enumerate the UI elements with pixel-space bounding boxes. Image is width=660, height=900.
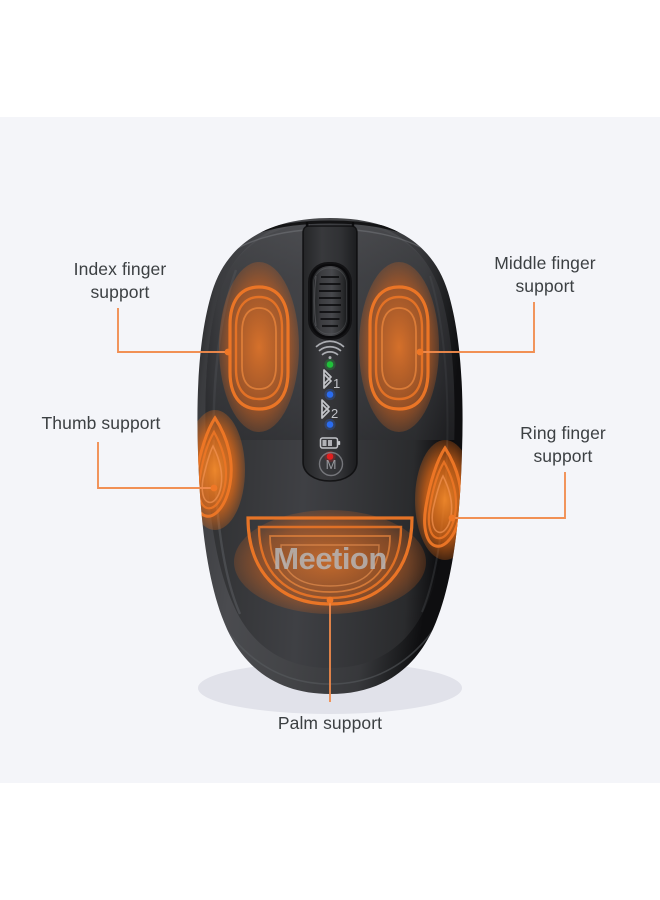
battery-icon	[319, 437, 341, 449]
wifi-icon	[315, 340, 345, 356]
bluetooth-1-label: 1	[333, 376, 340, 391]
status-indicator-group: 1 2	[315, 340, 345, 463]
scroll-wheel	[312, 266, 348, 336]
leader-middle-finger	[420, 302, 535, 353]
callout-dots	[210, 348, 456, 604]
callout-ring-line2: support	[533, 446, 593, 466]
callout-index-line2: support	[90, 282, 150, 302]
callout-label-thumb-support: Thumb support	[6, 412, 196, 435]
wifi-led	[326, 361, 334, 368]
callout-index-line1: Index finger	[73, 259, 167, 279]
bluetooth-icon-2	[321, 399, 330, 419]
leader-thumb	[97, 442, 214, 489]
mode-button: M	[318, 451, 344, 477]
dot-palm	[326, 596, 334, 604]
callout-ring-line1: Ring finger	[520, 423, 606, 443]
mouse-body: 1 2	[197, 218, 463, 694]
callout-label-index-finger-support: Index finger support	[34, 258, 206, 304]
callout-thumb-line1: Thumb support	[41, 413, 161, 433]
bluetooth-2-label: 2	[331, 406, 338, 421]
center-control-strip: 1 2	[302, 225, 358, 482]
callout-label-ring-finger-support: Ring finger support	[478, 422, 648, 468]
callout-middle-line1: Middle finger	[494, 253, 596, 273]
zone-ring-finger-support	[415, 440, 463, 560]
mode-button-label: M	[326, 457, 337, 472]
brand-logo: Meetion	[273, 541, 387, 576]
callout-label-palm-support: Palm support	[232, 712, 428, 735]
zone-middle-finger-support	[359, 262, 439, 432]
bluetooth-2-led	[326, 421, 334, 428]
bluetooth-1-led	[326, 391, 334, 398]
zone-index-finger-support	[219, 262, 299, 432]
dot-index-finger	[224, 348, 232, 356]
leader-index-finger	[117, 308, 228, 353]
dot-middle-finger	[416, 348, 424, 356]
leader-ring-finger	[452, 472, 566, 519]
callout-leaders	[97, 302, 566, 702]
dot-ring-finger	[448, 514, 456, 522]
dot-thumb	[210, 484, 218, 492]
callout-label-middle-finger-support: Middle finger support	[454, 252, 636, 298]
callout-middle-line2: support	[515, 276, 575, 296]
callout-palm-line1: Palm support	[277, 713, 383, 733]
bluetooth-icon-1	[323, 369, 332, 389]
battery-led	[326, 453, 334, 460]
